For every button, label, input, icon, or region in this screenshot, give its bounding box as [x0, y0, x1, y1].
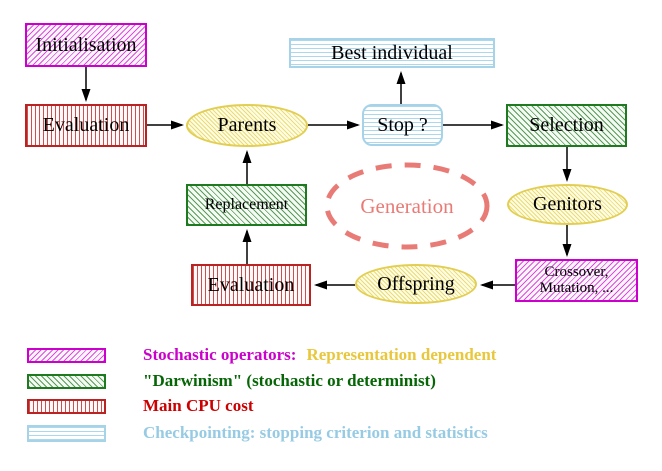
- legend-row-cpu-cost: Main CPU cost: [27, 396, 254, 415]
- legend-cpu-cost-label: Main CPU cost: [143, 396, 254, 415]
- legend-darwinism-label: "Darwinism" (stochastic or determinist): [143, 371, 436, 390]
- generation-dashed-ellipse: [324, 162, 490, 250]
- magenta-diagonal-hatch-swatch-icon: [27, 347, 106, 363]
- legend-representation-label: Representation dependent: [306, 345, 497, 364]
- node-initialisation-label: Initialisation: [35, 33, 137, 56]
- node-evaluation-bottom-label: Evaluation: [207, 273, 295, 296]
- node-selection-label: Selection: [529, 114, 604, 136]
- node-best-individual-label: Best individual: [331, 41, 453, 64]
- generation-label: Generation: [360, 194, 454, 218]
- red-vertical-lines-swatch-icon: [27, 398, 106, 414]
- node-evaluation-top: Evaluation: [25, 104, 147, 147]
- node-initialisation: Initialisation: [25, 23, 147, 67]
- cyan-horizontal-lines-swatch-icon: [27, 424, 106, 442]
- node-evaluation-top-label: Evaluation: [42, 114, 130, 136]
- green-diagonal-hatch-swatch-icon: [27, 373, 106, 389]
- node-evaluation-bottom: Evaluation: [191, 264, 311, 306]
- generation-label-wrap: Generation: [324, 164, 490, 249]
- node-genitors: Genitors: [507, 184, 628, 225]
- node-crossover-line2: Mutation, ...: [539, 279, 614, 296]
- legend-row-checkpointing: Checkpointing: stopping criterion and st…: [27, 423, 488, 442]
- node-crossover-mutation: Crossover, Mutation, ...: [515, 259, 638, 302]
- node-stop: Stop ?: [362, 104, 443, 146]
- legend-checkpointing-label: Checkpointing: stopping criterion and st…: [143, 423, 488, 442]
- node-best-individual: Best individual: [289, 38, 495, 68]
- node-parents: Parents: [186, 104, 308, 147]
- node-replacement: Replacement: [186, 184, 307, 226]
- node-genitors-label: Genitors: [533, 193, 602, 215]
- node-parents-label: Parents: [217, 114, 277, 136]
- node-offspring-label: Offspring: [377, 272, 455, 295]
- node-crossover-line1: Crossover,: [544, 263, 609, 280]
- legend-stochastic-label: Stochastic operators:: [143, 345, 297, 364]
- node-stop-label: Stop ?: [377, 113, 428, 136]
- node-replacement-label: Replacement: [204, 195, 289, 213]
- legend-row-stochastic: Stochastic operators: Representation depe…: [27, 345, 497, 364]
- node-selection: Selection: [506, 104, 627, 147]
- legend-row-darwinism: "Darwinism" (stochastic or determinist): [27, 371, 436, 390]
- node-offspring: Offspring: [355, 264, 477, 304]
